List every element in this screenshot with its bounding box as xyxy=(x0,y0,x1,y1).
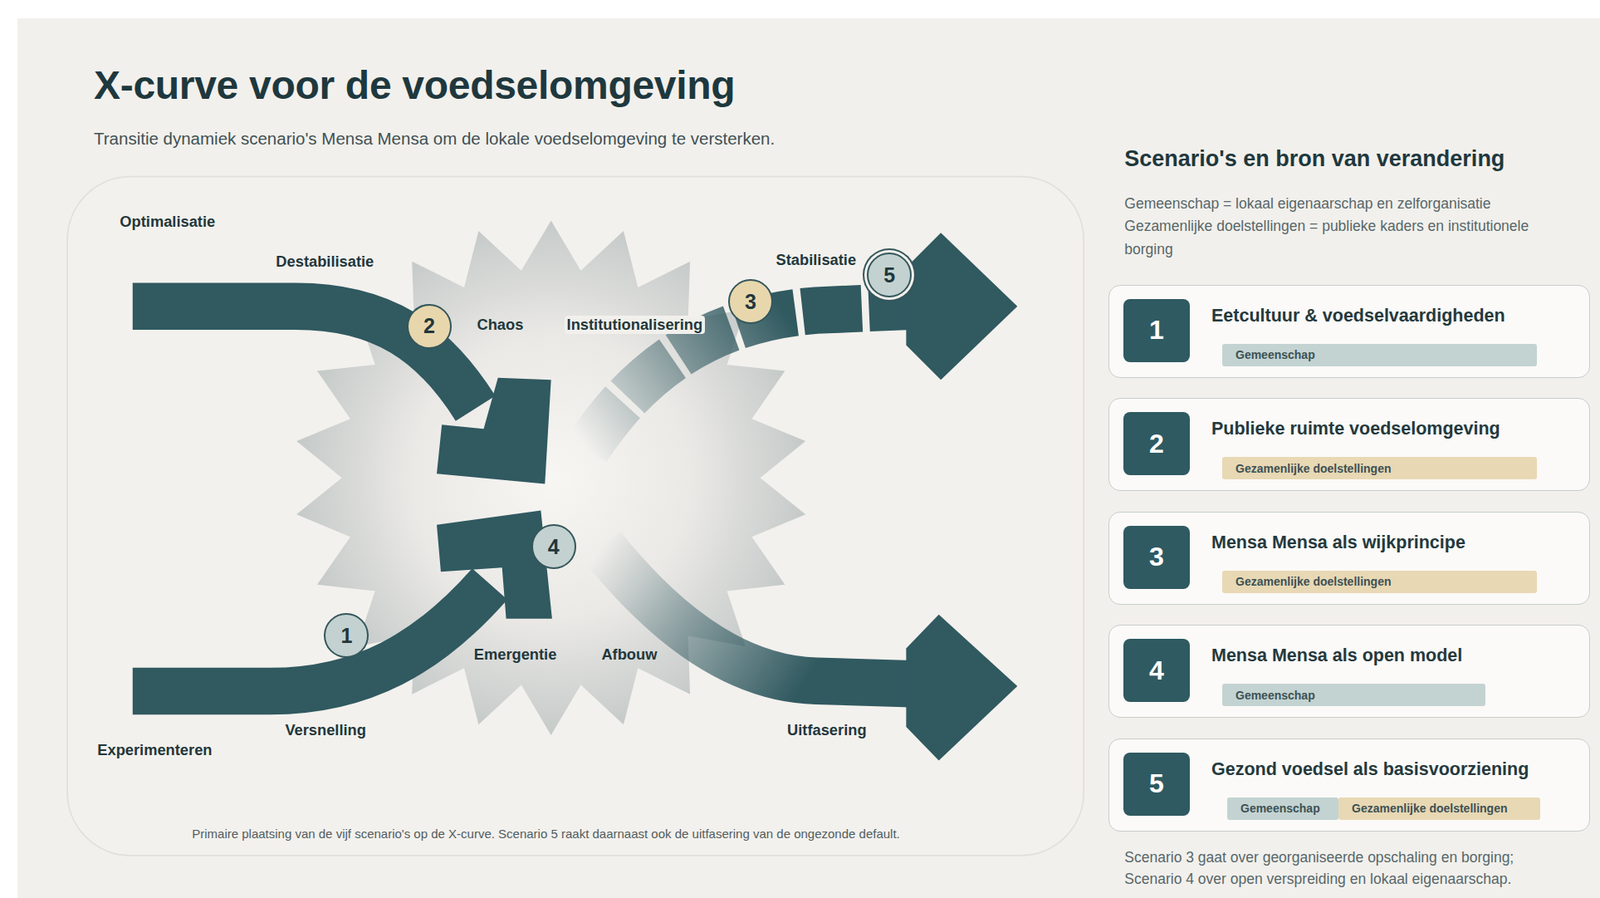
scenario-number: 5 xyxy=(1123,752,1190,816)
scenario-number-text: 2 xyxy=(1149,428,1165,460)
scenario-number: 4 xyxy=(1123,638,1190,702)
phase-label: Uitfasering xyxy=(784,720,870,739)
phase-label: Institutionalisering xyxy=(564,315,706,334)
scenario-number-text: 1 xyxy=(1149,314,1165,346)
callout-number: 2 xyxy=(406,303,452,349)
phase-label: Versnelling xyxy=(282,720,369,739)
phase-label: Stabilisatie xyxy=(773,250,860,270)
phase-label: Optimalisatie xyxy=(117,212,218,231)
scenario-number-text: 5 xyxy=(1149,768,1165,799)
legend-note: Gezamenlijke doelstellingen = publieke k… xyxy=(1124,214,1553,261)
source-tag: Gezamenlijke doelstellingen xyxy=(1222,456,1537,480)
arrow-head xyxy=(436,377,552,485)
arrow-head xyxy=(436,510,553,619)
legend-note: Gemeenschap = lokaal eigenaarschap en ze… xyxy=(1124,191,1553,216)
scenario-card: Mensa Mensa als wijkprincipe 3Gezamenlijk… xyxy=(1108,511,1591,605)
callout-number: 3 xyxy=(728,278,774,324)
phase-label: Chaos xyxy=(474,315,526,334)
source-tag: Gezamenlijke doelstellingen xyxy=(1338,797,1541,820)
scenario-number-text: 4 xyxy=(1149,655,1165,686)
phase-label: Afbouw xyxy=(598,645,660,664)
side-note: Scenario 3 gaat over georganiseerde opsc… xyxy=(1124,846,1574,890)
scenario-number: 2 xyxy=(1123,411,1190,475)
scenario-card: Publieke ruimte voedselomgeving 2Gezamenl… xyxy=(1108,397,1591,491)
scenario-number: 3 xyxy=(1123,525,1190,589)
scenario-number: 1 xyxy=(1123,298,1190,363)
phase-label: Destabilisatie xyxy=(273,252,377,271)
section-heading: Scenario's en bron van verandering xyxy=(1124,145,1505,174)
emergence-band xyxy=(132,583,490,691)
source-tag-text: Gezamenlijke doelstellingen xyxy=(1235,574,1392,588)
callout-number: 4 xyxy=(531,523,577,569)
scenario-title: Mensa Mensa als wijkprincipe xyxy=(1211,532,1466,553)
scenario-card: Mensa Mensa als open model 4Gemeenschap xyxy=(1108,624,1591,718)
scenario-card: Eetcultuur & voedselvaardigheden 1Gemeens… xyxy=(1108,284,1591,378)
phase-label: Emergentie xyxy=(471,645,560,664)
scenario-card: Gezond voedsel als basisvoorziening 5Geme… xyxy=(1108,738,1591,832)
source-tag-text: Gemeenschap xyxy=(1240,801,1321,815)
source-tag: Gemeenschap xyxy=(1222,683,1486,706)
scenario-title: Mensa Mensa als open model xyxy=(1211,645,1463,666)
source-tag-text: Gemeenschap xyxy=(1235,688,1316,702)
page-title: X-curve voor de voedselomgeving xyxy=(93,61,735,110)
arrow-head xyxy=(905,232,1018,380)
page-subtitle: Transitie dynamiek scenario's Mensa Mens… xyxy=(93,127,775,151)
curve-panel xyxy=(67,176,1084,856)
scenario-title: Eetcultuur & voedselvaardigheden xyxy=(1211,305,1506,327)
footnote: Primaire plaatsing van de vijf scenario'… xyxy=(191,825,901,842)
source-tag-text: Gemeenschap xyxy=(1235,347,1316,362)
source-tag: Gemeenschap xyxy=(1227,797,1339,820)
scenario-title: Gezond voedsel als basisvoorziening xyxy=(1211,758,1529,780)
scenario-number-text: 3 xyxy=(1149,541,1165,573)
phase-out-band xyxy=(601,546,919,685)
source-tag: Gemeenschap xyxy=(1222,343,1537,367)
source-tag-text: Gezamenlijke doelstellingen xyxy=(1351,801,1508,815)
phase-label: Experimenteren xyxy=(94,740,215,759)
source-tag: Gezamenlijke doelstellingen xyxy=(1222,570,1537,593)
page-ground xyxy=(17,18,1600,898)
source-tag-text: Gezamenlijke doelstellingen xyxy=(1235,461,1392,475)
arrow-head xyxy=(905,614,1018,761)
scenario-title: Publieke ruimte voedselomgeving xyxy=(1211,418,1501,440)
